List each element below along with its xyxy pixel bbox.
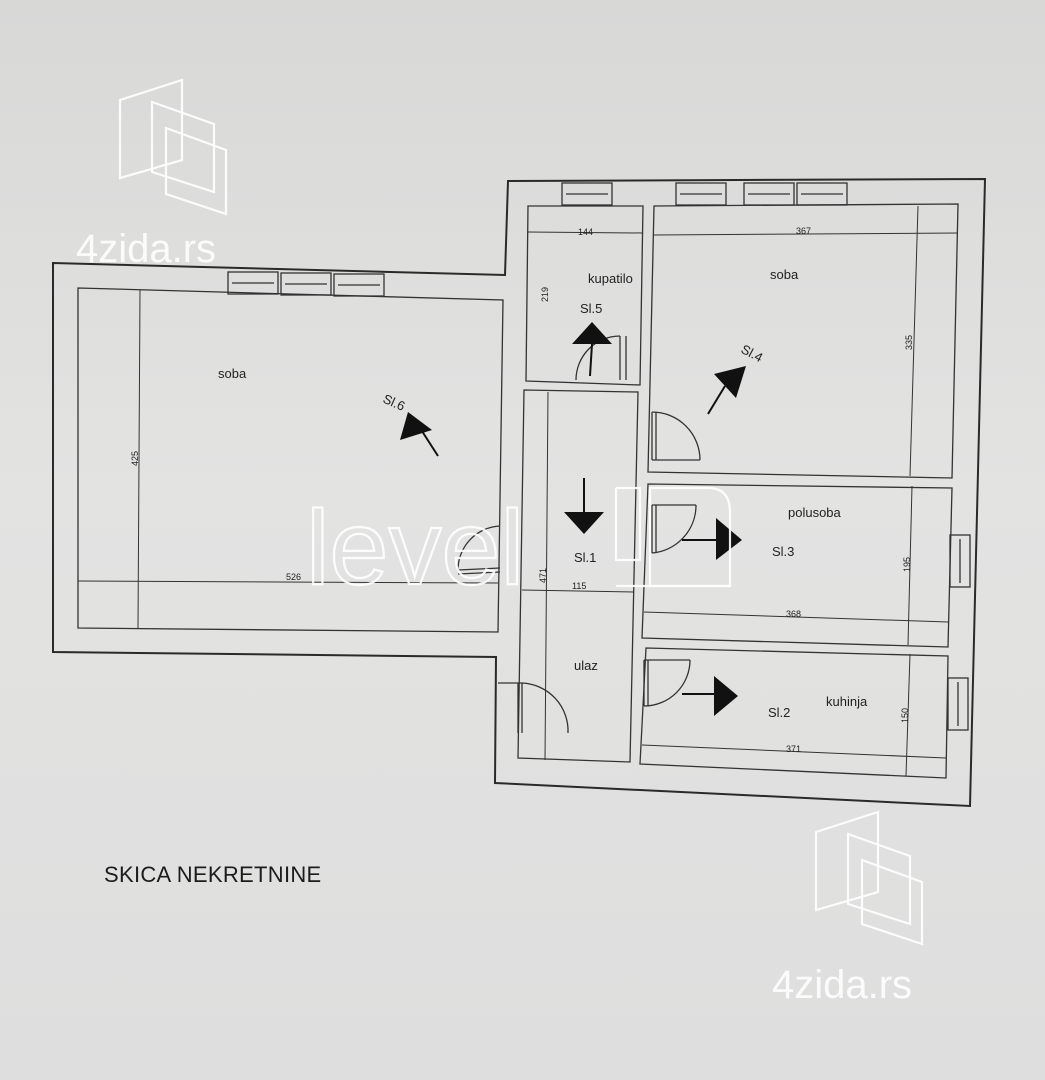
room-label-ulaz: ulaz xyxy=(574,658,598,673)
outer-wall xyxy=(52,177,987,808)
room-hallway xyxy=(517,389,639,763)
watermark-site-text: 4zida.rs xyxy=(772,963,912,1007)
photo-label-sl6: Sl.6 xyxy=(381,391,408,414)
dim-soba-left-width: 526 xyxy=(286,572,301,582)
window xyxy=(949,534,971,588)
dim-kuhinja-height: 150 xyxy=(900,708,910,723)
page-caption: SKICA NEKRETNINE xyxy=(104,862,322,887)
arrow-sl4 xyxy=(707,366,746,415)
door-entrance xyxy=(498,682,569,734)
dim-line-hall-v xyxy=(544,391,549,761)
room-kuhinja xyxy=(639,647,949,779)
watermark-logo-icon xyxy=(118,78,228,216)
room-label-kupatilo: kupatilo xyxy=(588,271,633,286)
photo-arrows xyxy=(400,322,746,716)
dim-line-kuhinja-v xyxy=(905,653,911,777)
room-label-polusoba: polusoba xyxy=(788,505,842,520)
dim-line-kuhinja-h xyxy=(641,744,947,759)
photo-label-sl4: Sl.4 xyxy=(739,341,766,365)
watermark-agency-logo-icon xyxy=(614,486,732,588)
dim-line-polusoba-v xyxy=(907,485,913,646)
dim-line-soba-right-v xyxy=(909,205,919,477)
photo-label-sl3: Sl.3 xyxy=(772,544,794,559)
arrow-sl6 xyxy=(400,412,439,457)
door-soba-right xyxy=(651,411,701,461)
arrow-sl2 xyxy=(682,676,738,716)
room-label-kuhinja: kuhinja xyxy=(826,694,868,709)
doors xyxy=(457,335,701,734)
photo-label-sl2: Sl.2 xyxy=(768,705,790,720)
door-polusoba xyxy=(651,504,697,554)
watermark-site-text: 4zida.rs xyxy=(76,227,216,271)
dim-line-soba-left-h xyxy=(77,580,499,584)
dim-line-kupatilo-h xyxy=(527,231,644,234)
dim-line-polusoba-h xyxy=(643,611,949,623)
door-kuhinja xyxy=(643,659,691,707)
watermark-agency-text: level xyxy=(306,489,524,607)
photo-label-sl5: Sl.5 xyxy=(580,301,602,316)
dim-soba-right-width: 367 xyxy=(796,226,811,236)
dim-soba-left-height: 425 xyxy=(130,451,140,466)
dim-soba-right-height: 335 xyxy=(904,335,914,350)
window xyxy=(333,273,385,297)
watermark-4zida-top: 4zida.rs xyxy=(76,78,228,271)
room-label-soba-left: soba xyxy=(218,366,247,381)
door-kupatilo xyxy=(575,335,627,381)
door-soba-left xyxy=(457,525,501,575)
room-soba-right xyxy=(647,203,959,479)
dim-kuhinja-width: 371 xyxy=(786,744,801,754)
dim-line-soba-right-h xyxy=(653,232,959,236)
watermark-level: level xyxy=(305,486,732,608)
dim-kupatilo-height: 219 xyxy=(540,287,550,302)
window xyxy=(675,182,727,206)
window xyxy=(280,272,332,296)
windows xyxy=(227,182,971,731)
dim-polusoba-width: 368 xyxy=(786,609,801,619)
window xyxy=(227,271,279,295)
arrow-sl5 xyxy=(572,322,612,377)
window xyxy=(743,182,795,206)
arrow-sl3 xyxy=(682,518,742,560)
window xyxy=(796,182,848,206)
photo-label-sl1: Sl.1 xyxy=(574,550,596,565)
dim-line-hall-h xyxy=(521,589,635,593)
watermark-logo-icon xyxy=(814,810,924,946)
room-kupatilo xyxy=(525,205,644,386)
window xyxy=(561,182,613,206)
dim-line-soba-left-v xyxy=(137,289,141,629)
arrow-sl1 xyxy=(564,478,604,534)
dim-kupatilo-width: 144 xyxy=(578,227,593,237)
window xyxy=(947,677,969,731)
watermark-4zida-bottom: 4zida.rs xyxy=(772,810,924,1007)
dim-hall-height: 471 xyxy=(538,568,548,583)
room-label-soba-right: soba xyxy=(770,267,799,282)
dim-polusoba-height: 195 xyxy=(902,557,912,572)
dim-hall-width: 115 xyxy=(572,581,586,591)
